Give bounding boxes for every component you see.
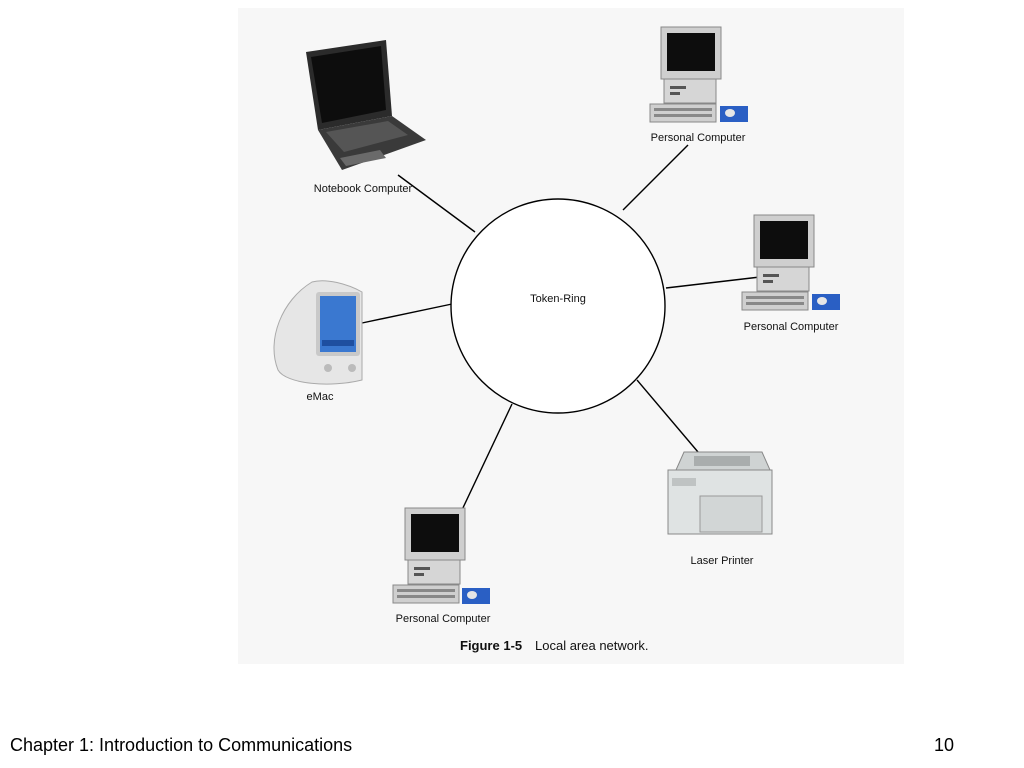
link-pc-right xyxy=(665,276,761,289)
link-pc-top xyxy=(622,144,689,211)
figure-caption: Local area network. xyxy=(535,638,648,653)
printer-label: Laser Printer xyxy=(691,555,754,567)
emac-icon xyxy=(273,280,363,385)
desktop-computer-icon xyxy=(649,26,748,123)
link-printer xyxy=(636,379,699,453)
link-emac xyxy=(361,303,453,324)
lan-diagram: Token-Ring Notebook Computer Personal Co… xyxy=(273,26,840,653)
link-pc-bottom xyxy=(460,403,513,513)
emac-label: eMac xyxy=(307,391,334,403)
page-number: 10 xyxy=(933,735,954,755)
printer-icon xyxy=(667,451,773,535)
desktop-computer-icon xyxy=(392,507,490,604)
link-notebook xyxy=(397,174,476,233)
token-ring xyxy=(450,198,666,414)
pc-right-label: Personal Computer xyxy=(744,321,839,333)
pc-bottom-label: Personal Computer xyxy=(396,613,491,625)
laptop-icon xyxy=(306,40,426,170)
pc-top-label: Personal Computer xyxy=(651,132,746,144)
notebook-label: Notebook Computer xyxy=(314,183,413,195)
figure-number: Figure 1-5 xyxy=(460,638,522,653)
token-ring-label: Token-Ring xyxy=(530,293,586,305)
chapter-footer: Chapter 1: Introduction to Communication… xyxy=(10,735,353,755)
desktop-computer-icon xyxy=(741,214,840,311)
